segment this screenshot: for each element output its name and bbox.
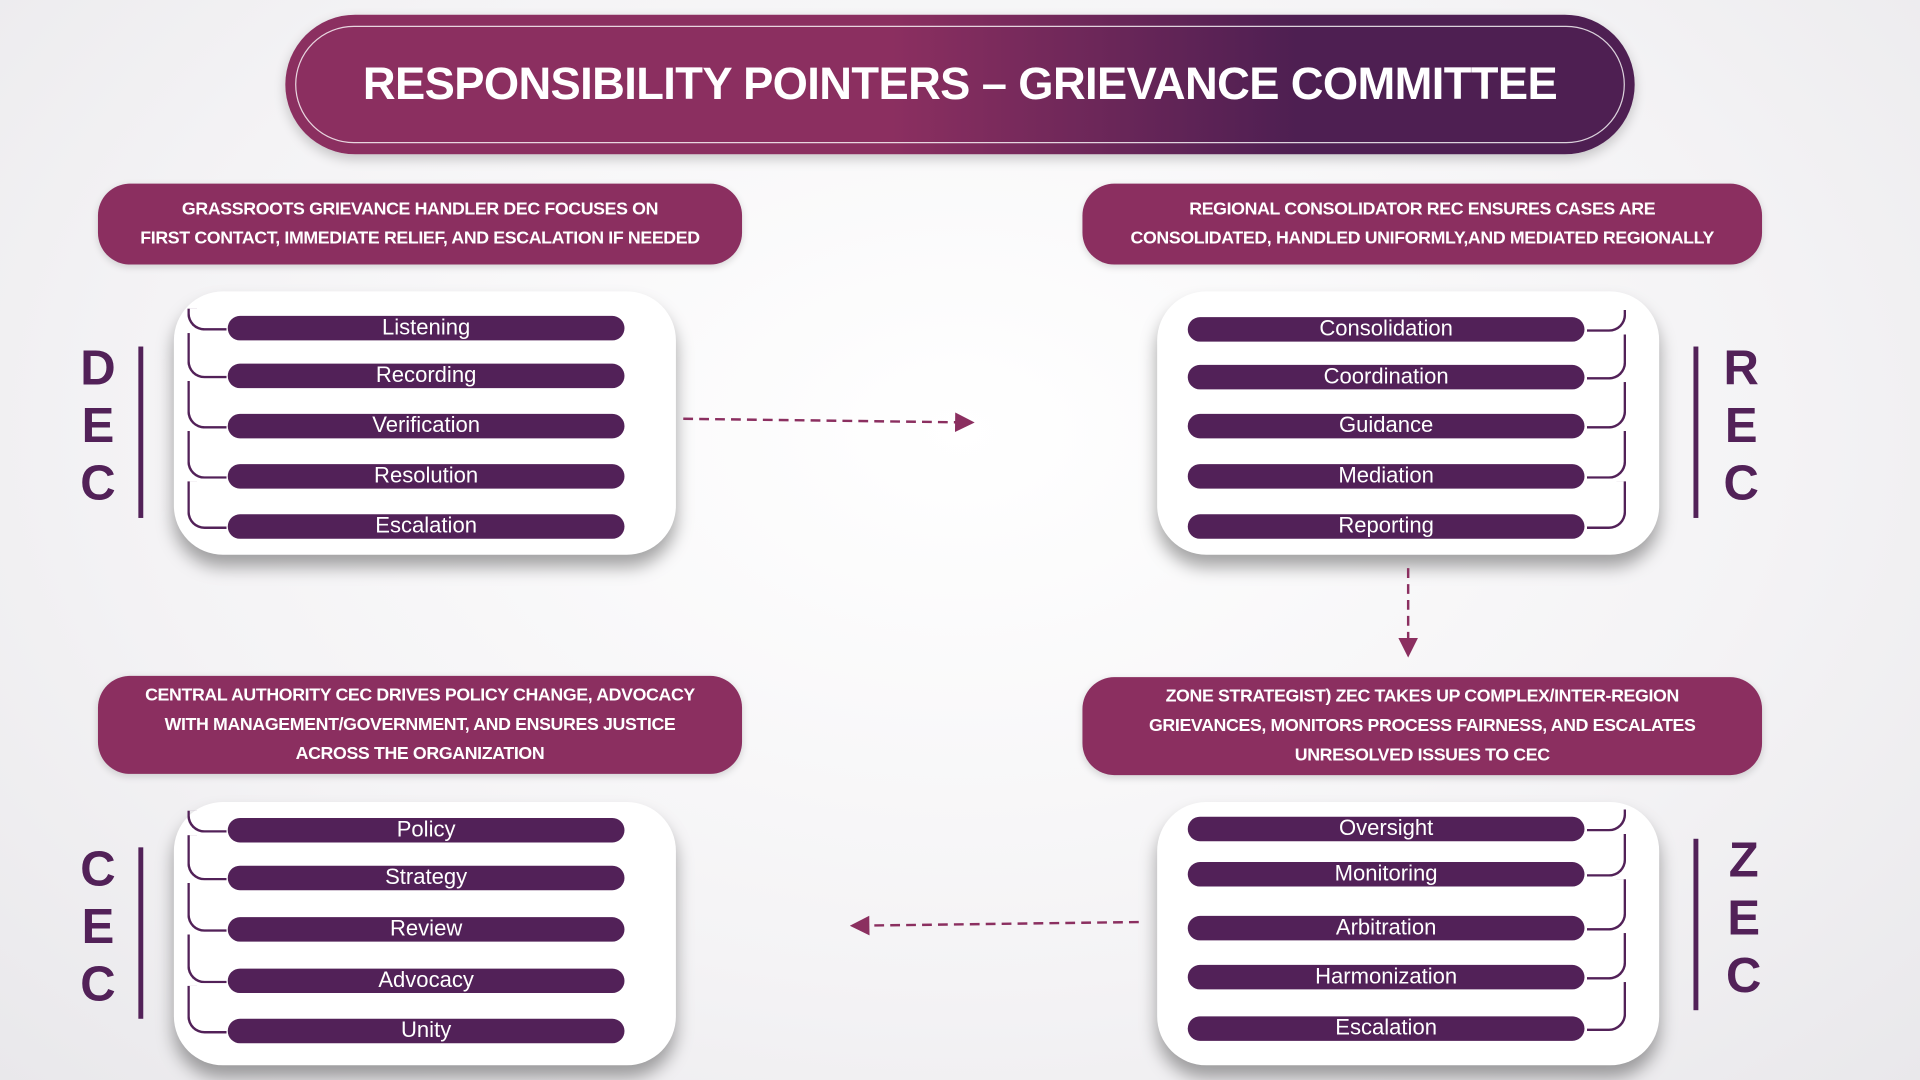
rec-item: Consolidation [1187, 317, 1585, 342]
dec-heading-text: GRASSROOTS GRIEVANCE HANDLER DEC FOCUSES… [140, 195, 700, 254]
dec-acronym-letter: D [80, 341, 116, 396]
zec-heading-line: UNRESOLVED ISSUES TO CEC [1294, 745, 1550, 766]
dec-item: Escalation [227, 514, 625, 539]
zec-item: Harmonization [1187, 964, 1585, 990]
arrow-zec-to-cec [849, 915, 1139, 936]
cec-item: Strategy [227, 865, 625, 891]
rec-item: Coordination [1187, 364, 1585, 390]
dec-acronym-letter: C [80, 456, 116, 511]
rec-bracket-connector [1586, 431, 1627, 479]
dec-acronym-letter: E [81, 399, 115, 454]
zec-item: Monitoring [1187, 861, 1585, 887]
zec-acronym-letter: Z [1728, 833, 1759, 888]
cec-divider-line [138, 847, 144, 1019]
rec-heading-text: REGIONAL CONSOLIDATOR REC ENSURES CASES … [1130, 195, 1714, 254]
title-banner: RESPONSIBILITY POINTERS – GRIEVANCE COMM… [285, 14, 1635, 155]
rec-divider-line [1693, 346, 1699, 518]
dec-bracket-connector [187, 308, 227, 331]
cec-heading-text: CENTRAL AUTHORITY CEC DRIVES POLICY CHAN… [145, 681, 695, 769]
zec-heading: ZONE STRATEGIST) ZEC TAKES UP COMPLEX/IN… [1082, 677, 1763, 776]
zec-divider-line [1693, 838, 1699, 1011]
dec-item: Verification [227, 413, 625, 439]
cec-item: Advocacy [227, 968, 625, 994]
dec-bracket-connector [187, 431, 227, 479]
rec-item: Guidance [1187, 413, 1585, 439]
cec-item: Policy [227, 817, 625, 843]
rec-bracket-connector [1586, 334, 1627, 380]
arrow-rec-to-zec [1398, 568, 1418, 658]
zec-heading-line: GRIEVANCES, MONITORS PROCESS FAIRNESS, A… [1148, 716, 1696, 736]
rec-acronym-letter: E [1724, 399, 1758, 454]
rec-bracket-connector [1586, 382, 1627, 429]
rec-heading: REGIONAL CONSOLIDATOR REC ENSURES CASES … [1082, 183, 1763, 265]
rec-item: Mediation [1187, 463, 1585, 489]
cec-bracket-connector [187, 810, 227, 833]
cec-heading-line: WITH MANAGEMENT/GOVERNMENT, AND ENSURES … [164, 715, 676, 735]
rec-acronym-letter: C [1723, 456, 1759, 511]
zec-acronym-letter: E [1727, 891, 1761, 946]
zec-heading-text: ZONE STRATEGIST) ZEC TAKES UP COMPLEX/IN… [1149, 682, 1696, 770]
zec-item: Escalation [1187, 1016, 1585, 1041]
arrow-dec-to-rec [683, 412, 975, 433]
zec-bracket-connector [1586, 982, 1627, 1032]
dec-divider-line [138, 346, 144, 518]
rec-heading-line: CONSOLIDATED, HANDLED UNIFORMLY,AND MEDI… [1130, 228, 1714, 249]
cec-acronym-letter: C [80, 957, 116, 1012]
dec-bracket-connector [187, 333, 227, 379]
rec-bracket-connector [1586, 481, 1627, 529]
dec-item: Recording [227, 363, 625, 389]
dec-heading-line: FIRST CONTACT, IMMEDIATE RELIEF, AND ESC… [140, 228, 700, 249]
zec-item: Oversight [1187, 816, 1585, 842]
cec-heading: CENTRAL AUTHORITY CEC DRIVES POLICY CHAN… [97, 675, 743, 774]
dec-bracket-connector [187, 481, 227, 529]
dec-item: Listening [227, 315, 625, 341]
rec-acronym-letter: R [1723, 341, 1759, 396]
rec-heading-line: REGIONAL CONSOLIDATOR REC ENSURES CASES … [1189, 199, 1656, 220]
rec-item: Reporting [1187, 514, 1585, 539]
zec-heading-line: ZONE STRATEGIST) ZEC TAKES UP COMPLEX/IN… [1165, 686, 1680, 707]
zec-acronym-letter: C [1725, 948, 1762, 1003]
cec-bracket-connector [187, 882, 227, 932]
cec-item: Unity [227, 1018, 625, 1044]
zec-bracket-connector [1586, 833, 1627, 877]
cec-acronym-letter: E [81, 900, 115, 954]
zec-bracket-connector [1586, 933, 1627, 980]
page-title: RESPONSIBILITY POINTERS – GRIEVANCE COMM… [295, 25, 1625, 144]
zec-bracket-connector [1586, 879, 1627, 931]
cec-item: Review [227, 917, 625, 942]
dec-item: Resolution [227, 463, 625, 489]
zec-item: Arbitration [1187, 915, 1585, 941]
cec-heading-line: ACROSS THE ORGANIZATION [295, 744, 545, 765]
dec-heading-line: GRASSROOTS GRIEVANCE HANDLER DEC FOCUSES… [181, 199, 659, 220]
dec-heading: GRASSROOTS GRIEVANCE HANDLER DEC FOCUSES… [97, 183, 743, 265]
cec-heading-line: CENTRAL AUTHORITY CEC DRIVES POLICY CHAN… [145, 685, 695, 706]
cec-acronym-letter: C [80, 842, 116, 897]
dec-bracket-connector [187, 380, 227, 429]
cec-bracket-connector [187, 934, 227, 984]
cec-bracket-connector [187, 985, 227, 1034]
zec-bracket-connector [1586, 809, 1627, 832]
cec-bracket-connector [187, 835, 227, 881]
rec-bracket-connector [1586, 309, 1627, 332]
